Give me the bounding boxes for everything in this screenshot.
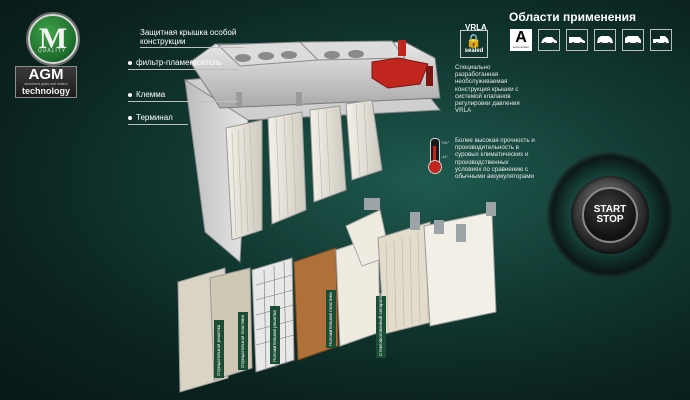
plate-label-separator: Стекловолоконный сепаратор — [376, 293, 386, 358]
callout-filter: фильтр-пламегаситель — [128, 58, 222, 67]
start-stop-button: START STOP — [582, 187, 638, 243]
car-icon — [538, 29, 560, 51]
callout-clamp-line — [128, 101, 238, 102]
logo-ring-text: QUALITY — [37, 48, 67, 54]
minivan-icon — [622, 29, 644, 51]
vrla-title: VRLA — [465, 23, 487, 32]
vrla-sealed-label: sealed — [464, 48, 484, 54]
start-stop-line1: START — [593, 204, 627, 215]
start-stop-line2: STOP — [596, 214, 624, 225]
callout-filter-line — [128, 69, 238, 70]
agm-badge: AGM absorbent glass mat battery technolo… — [15, 66, 77, 98]
pickup-icon — [650, 29, 672, 51]
callout-clamp-label: Клемма — [136, 90, 166, 99]
callout-terminal: Терминал — [128, 113, 173, 122]
agm-title: AGM — [28, 66, 64, 83]
logo-letter: M — [38, 22, 68, 55]
accumulator-badge: A accumulator — [510, 29, 532, 51]
van-icon — [566, 29, 588, 51]
vrla-sealed-badge: 🔒 sealed — [460, 30, 488, 58]
callout-terminal-label: Терминал — [136, 113, 173, 122]
callout-cover-line — [140, 47, 245, 48]
callout-cover: Защитная крышка особой конструкции — [140, 28, 237, 46]
callout-clamp: Клемма — [128, 90, 165, 99]
bullet-icon — [128, 115, 132, 120]
lock-icon: 🔒 — [465, 33, 483, 48]
plate-label-negative-plate: Отрицательная пластина — [238, 312, 248, 370]
plate-label-positive-grid: Положительная решетка — [270, 306, 280, 364]
accumulator-letter: A — [515, 29, 527, 46]
brand-logo: M — [28, 14, 78, 64]
thermometer-bulb — [428, 160, 442, 174]
vrla-description: Специально разработанная необслуживаемая… — [455, 64, 520, 115]
plate-label-positive-plate: Положительная пластина — [326, 290, 336, 348]
callout-filter-label: фильтр-пламегаситель — [136, 58, 222, 67]
agm-technology: technology — [21, 86, 70, 96]
agm-subtitle: absorbent glass mat battery — [24, 82, 68, 86]
applications-title: Области применения — [509, 10, 637, 24]
plate-label-negative-grid: Отрицательная решетка — [214, 320, 224, 378]
thermo-high: +51° — [441, 140, 450, 145]
bullet-icon — [128, 60, 132, 65]
thermo-low: -41° — [441, 154, 449, 159]
suv-icon — [594, 29, 616, 51]
bullet-icon — [128, 92, 132, 97]
accumulator-sub: accumulator — [512, 45, 530, 49]
thermometer-fill — [433, 146, 436, 162]
durability-description: Более высокая прочность и производительн… — [455, 137, 535, 181]
callout-terminal-line — [128, 124, 188, 125]
